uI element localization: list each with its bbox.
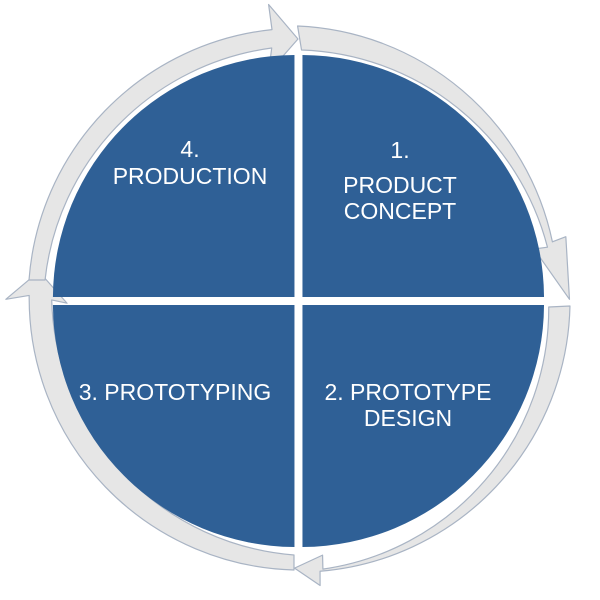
stage-1-number: 1. <box>390 137 409 163</box>
stage-2-label-line2: DESIGN <box>364 405 452 431</box>
arrow-4-to-1 <box>28 3 299 281</box>
quadrant-prototyping <box>52 305 295 548</box>
quadrant-production <box>52 54 295 298</box>
stage-2-label-line1: 2. PROTOTYPE <box>324 379 491 405</box>
stage-1-name-line2: CONCEPT <box>344 198 456 224</box>
stage-4-number: 4. <box>180 136 199 162</box>
arrow-3-to-4 <box>5 270 295 571</box>
quadrant-product-concept <box>302 54 545 298</box>
stage-1-name-line1: PRODUCT <box>343 172 457 198</box>
stage-4-name: PRODUCTION <box>113 163 268 189</box>
arrow-2-to-3 <box>293 305 571 587</box>
quadrant-prototype-design <box>302 305 545 548</box>
stage-3-label: 3. PROTOTYPING <box>79 379 272 405</box>
arrow-1-to-2 <box>296 25 571 300</box>
